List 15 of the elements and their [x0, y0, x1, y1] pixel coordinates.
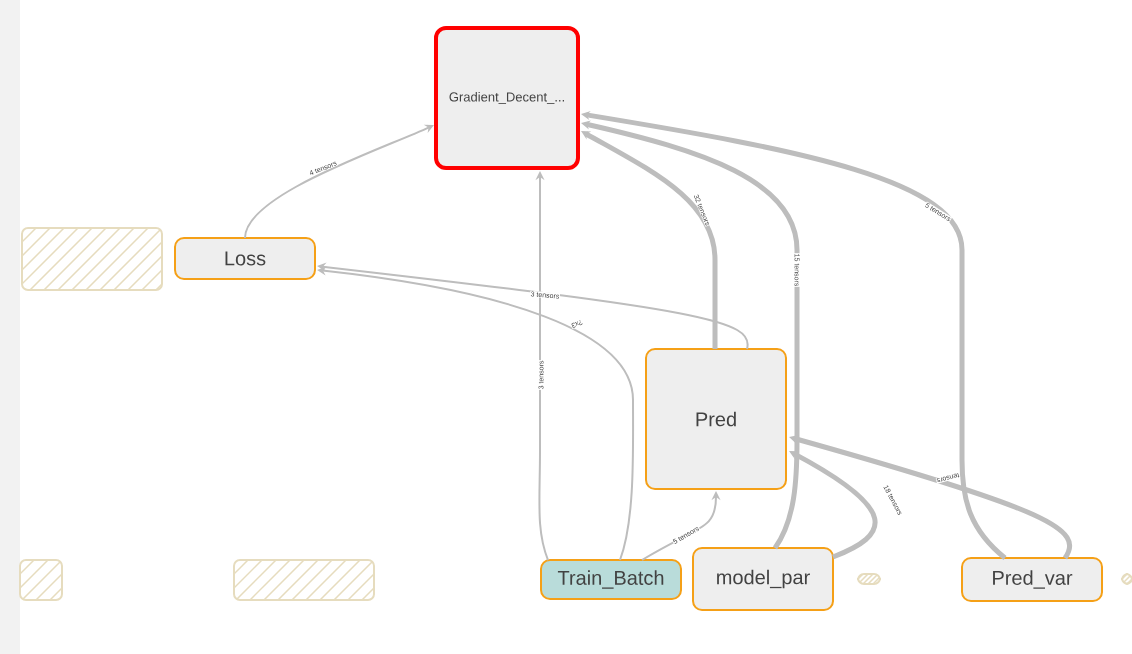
- arrow: [535, 171, 549, 561]
- hatched-box: [1121, 573, 1132, 585]
- arrow: [244, 124, 434, 239]
- main-node-box: Gradient_Decent_...: [434, 26, 580, 170]
- hatched-box: [233, 559, 375, 601]
- node-box: model_par: [692, 547, 834, 611]
- node-box: Train_Batch: [540, 559, 682, 600]
- hatched-box: [21, 227, 163, 291]
- hatched-box: [19, 559, 63, 601]
- node-box: Pred: [645, 348, 787, 490]
- arrow: [789, 451, 878, 560]
- node-box: Pred_var: [961, 557, 1103, 602]
- arrow: [581, 131, 718, 349]
- hatched-box: [857, 573, 881, 585]
- node-box: Loss: [174, 237, 316, 280]
